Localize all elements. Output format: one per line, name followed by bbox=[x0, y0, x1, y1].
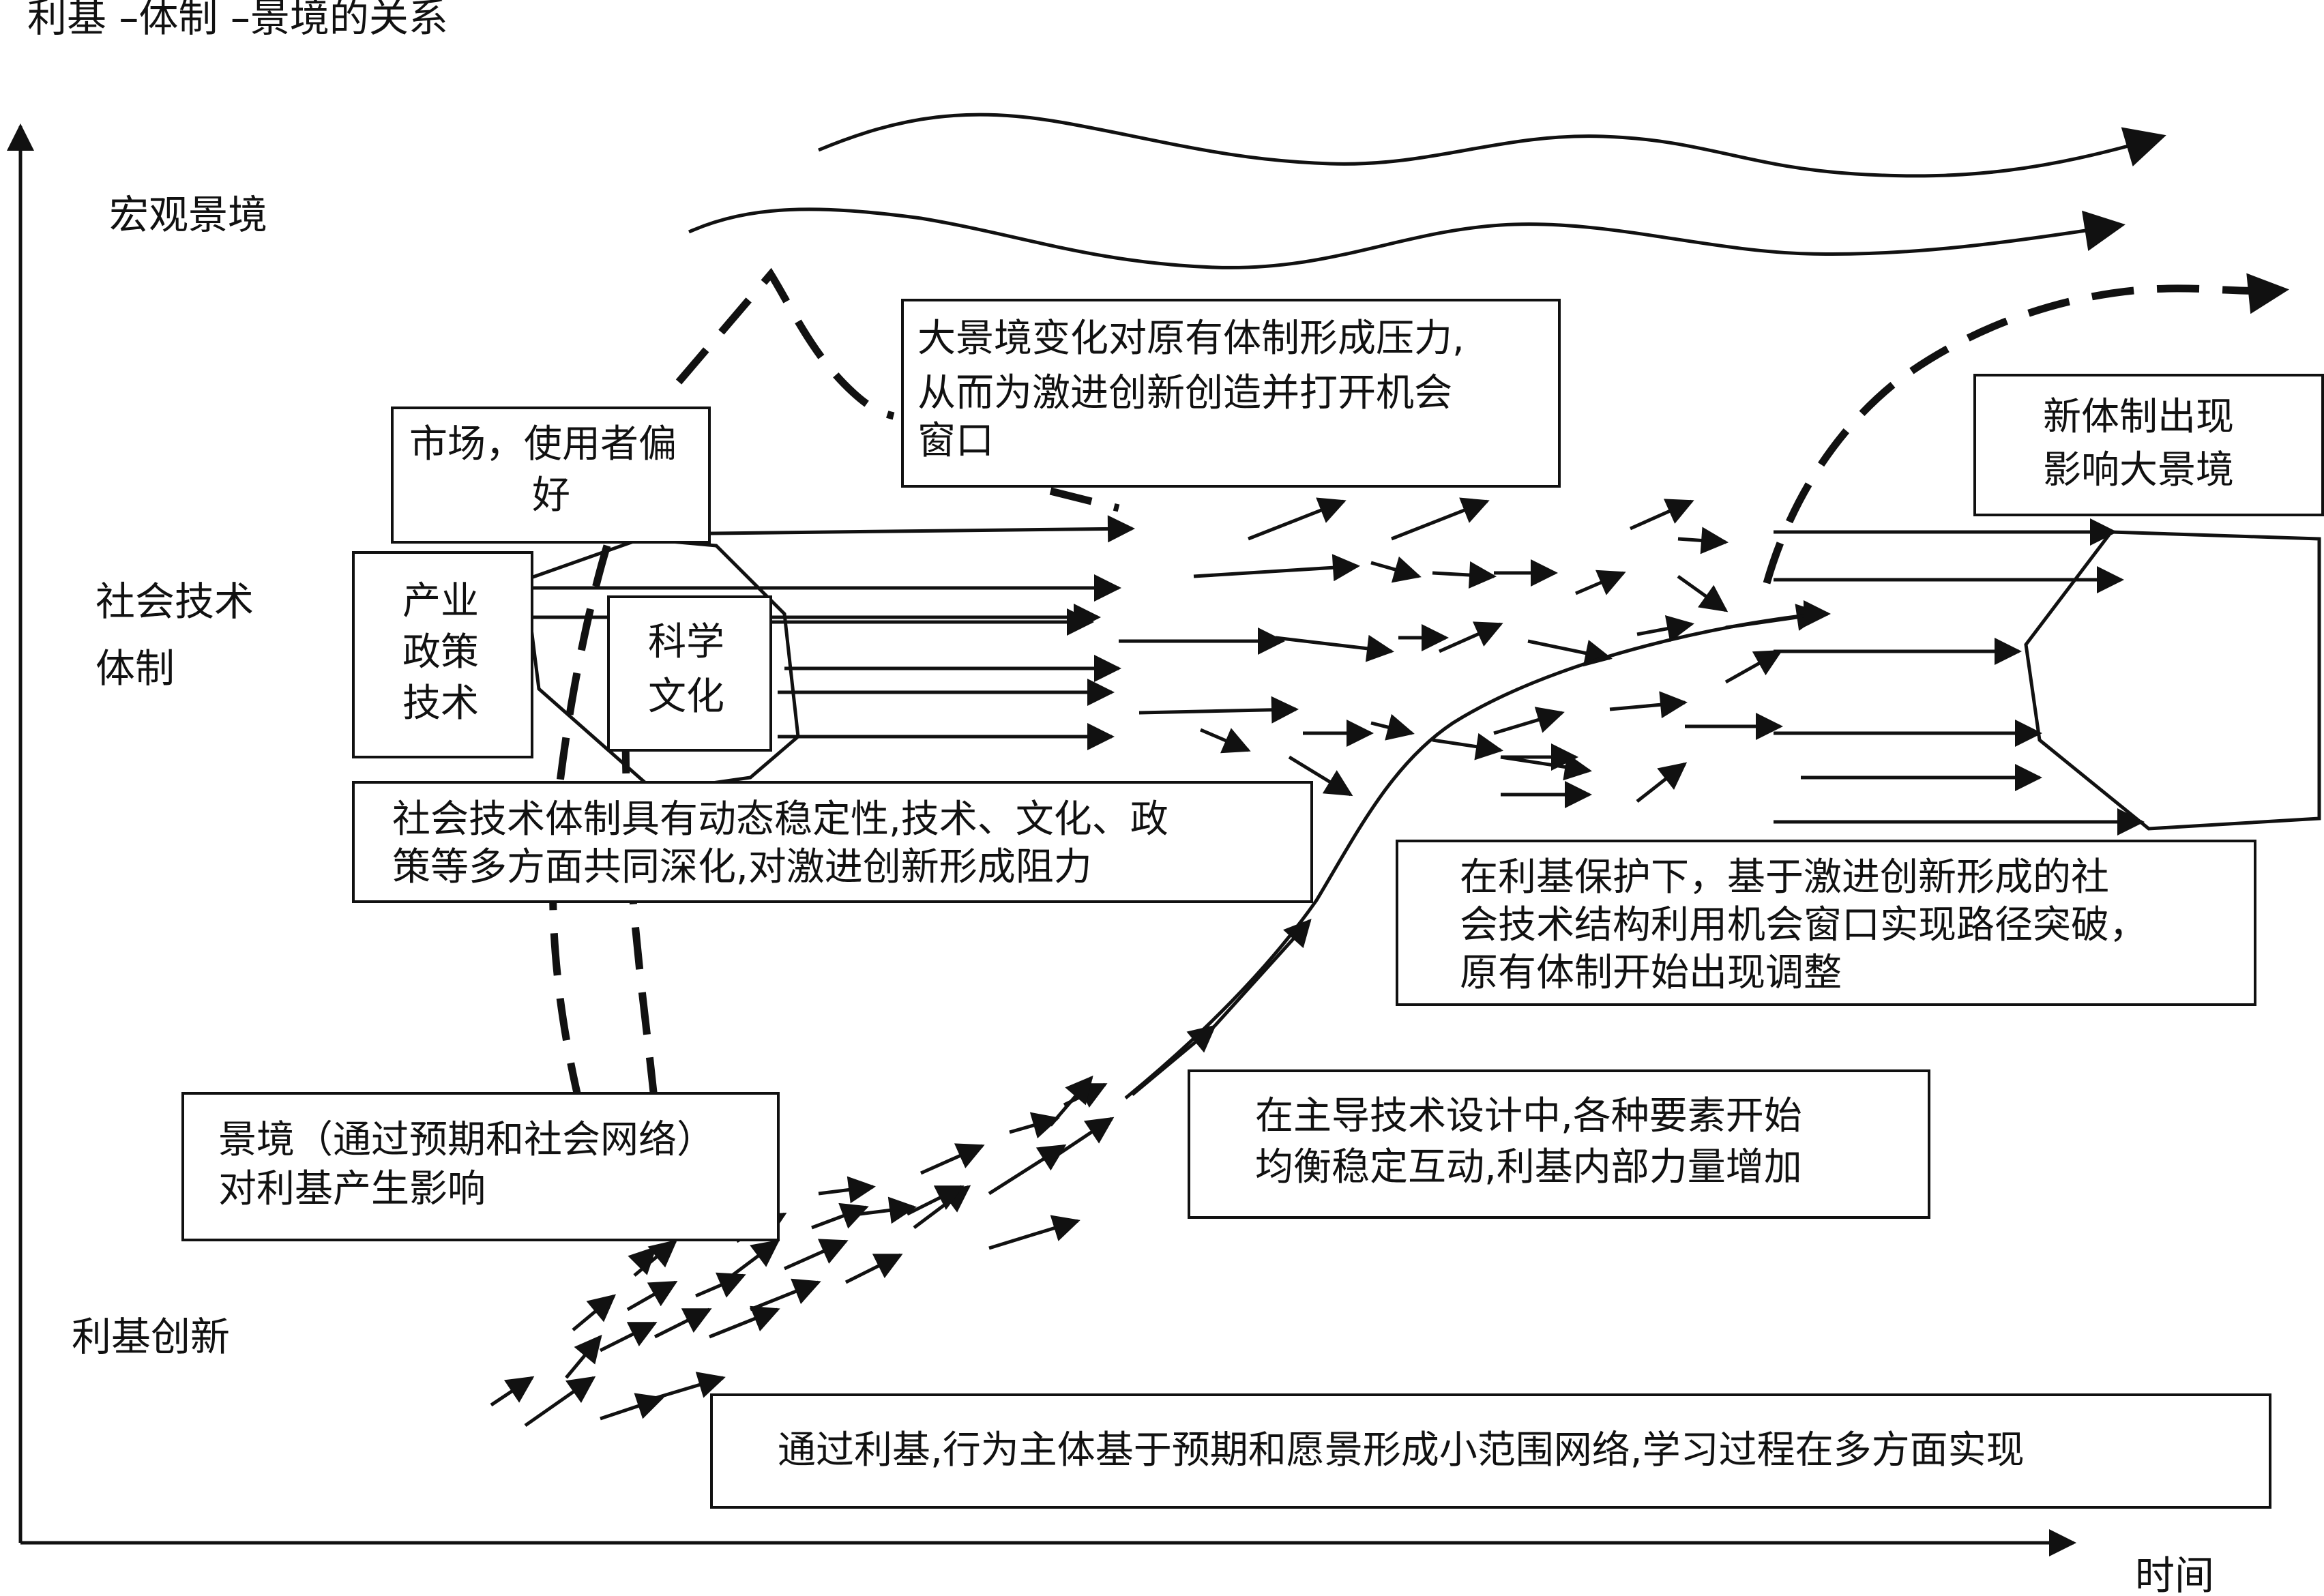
box-landscape-pressure-line3: 窗口 bbox=[917, 419, 994, 463]
box-landscape-pressure-line2: 从而为激进创新创造并打开机会 bbox=[917, 371, 1452, 415]
new-regime-to-landscape-dashed bbox=[1763, 273, 2289, 585]
regime-short-arrows bbox=[1119, 497, 1824, 808]
box-industry: 产业 政策 技术 bbox=[352, 551, 533, 758]
niche-trajectory-curve bbox=[1124, 600, 1831, 1099]
box-new-regime-line2: 影响大景境 bbox=[2043, 448, 2234, 492]
x-axis-label: 时间 bbox=[2135, 1552, 2214, 1596]
landscape-trend-lower bbox=[688, 207, 2126, 269]
box-landscape-pressure-line1: 大景境变化对原有体制形成压力, bbox=[917, 316, 1465, 361]
figure-title: 利基 –体制 –景境的关系 bbox=[27, 0, 448, 41]
box-regime-stability-line1: 社会技术体制具有动态稳定性,技术、文化、政 bbox=[392, 797, 1168, 842]
box-landscape-influence: 景境（通过预期和社会网络） 对利基产生影响 bbox=[181, 1092, 780, 1241]
box-dominant-design: 在主导技术设计中,各种要素开始 均衡稳定互动,利基内部力量增加 bbox=[1188, 1069, 1930, 1219]
box-breakthrough-line3: 原有体制开始出现调整 bbox=[1460, 951, 1842, 995]
level-regime-label-line2: 体制 bbox=[95, 645, 175, 692]
box-science-line1: 科学 bbox=[648, 620, 724, 664]
box-breakthrough-line2: 会技术结构利用机会窗口实现路径突破， bbox=[1460, 903, 2147, 947]
new-regime-hexagon bbox=[2024, 530, 2321, 831]
box-market-line2: 好 bbox=[532, 473, 570, 518]
box-industry-line1: 产业 bbox=[402, 579, 479, 623]
box-regime-stability: 社会技术体制具有动态稳定性,技术、文化、政 策等多方面共同深化,对激进创新形成阻… bbox=[352, 781, 1313, 903]
box-industry-line2: 政策 bbox=[402, 630, 479, 675]
landscape-trend-upper bbox=[818, 113, 2166, 178]
box-niche-network: 通过利基,行为主体基于预期和愿景形成小范围网络,学习过程在多方面实现 bbox=[710, 1393, 2271, 1509]
box-regime-stability-line2: 策等多方面共同深化,对激进创新形成阻力 bbox=[392, 845, 1092, 889]
box-dominant-design-line1: 在主导技术设计中,各种要素开始 bbox=[1255, 1094, 1802, 1138]
box-landscape-influence-line2: 对利基产生影响 bbox=[218, 1167, 486, 1211]
level-landscape-label: 宏观景境 bbox=[109, 192, 267, 238]
niche-trajectory-segments bbox=[1131, 919, 1312, 1096]
box-new-regime-line1: 新体制出现 bbox=[2043, 395, 2234, 439]
box-landscape-pressure: 大景境变化对原有体制形成压力, 从而为激进创新创造并打开机会 窗口 bbox=[901, 299, 1561, 488]
box-dominant-design-line2: 均衡稳定互动,利基内部力量增加 bbox=[1255, 1145, 1802, 1189]
level-niche-label: 利基创新 bbox=[72, 1314, 230, 1360]
box-new-regime: 新体制出现 影响大景境 bbox=[1973, 374, 2324, 516]
box-breakthrough-line1: 在利基保护下，基于激进创新形成的社 bbox=[1460, 855, 2109, 900]
box-market-line1: 市场，使用者偏 bbox=[409, 422, 677, 467]
box-industry-line3: 技术 bbox=[402, 681, 479, 726]
level-regime-label-line1: 社会技术 bbox=[95, 578, 254, 625]
box-breakthrough: 在利基保护下，基于激进创新形成的社 会技术结构利用机会窗口实现路径突破， 原有体… bbox=[1396, 840, 2256, 1006]
box-science: 科学 文化 bbox=[607, 595, 772, 752]
window-to-regime-dashed bbox=[1049, 487, 1120, 512]
box-market: 市场，使用者偏 好 bbox=[391, 407, 711, 544]
box-science-line2: 文化 bbox=[648, 675, 724, 719]
box-niche-network-line1: 通过利基,行为主体基于预期和愿景形成小范围网络,学习过程在多方面实现 bbox=[778, 1428, 2025, 1473]
landscape-to-regime-dashed bbox=[675, 267, 895, 420]
regime-flow-arrows bbox=[531, 515, 2145, 836]
box-landscape-influence-line1: 景境（通过预期和社会网络） bbox=[218, 1118, 715, 1162]
